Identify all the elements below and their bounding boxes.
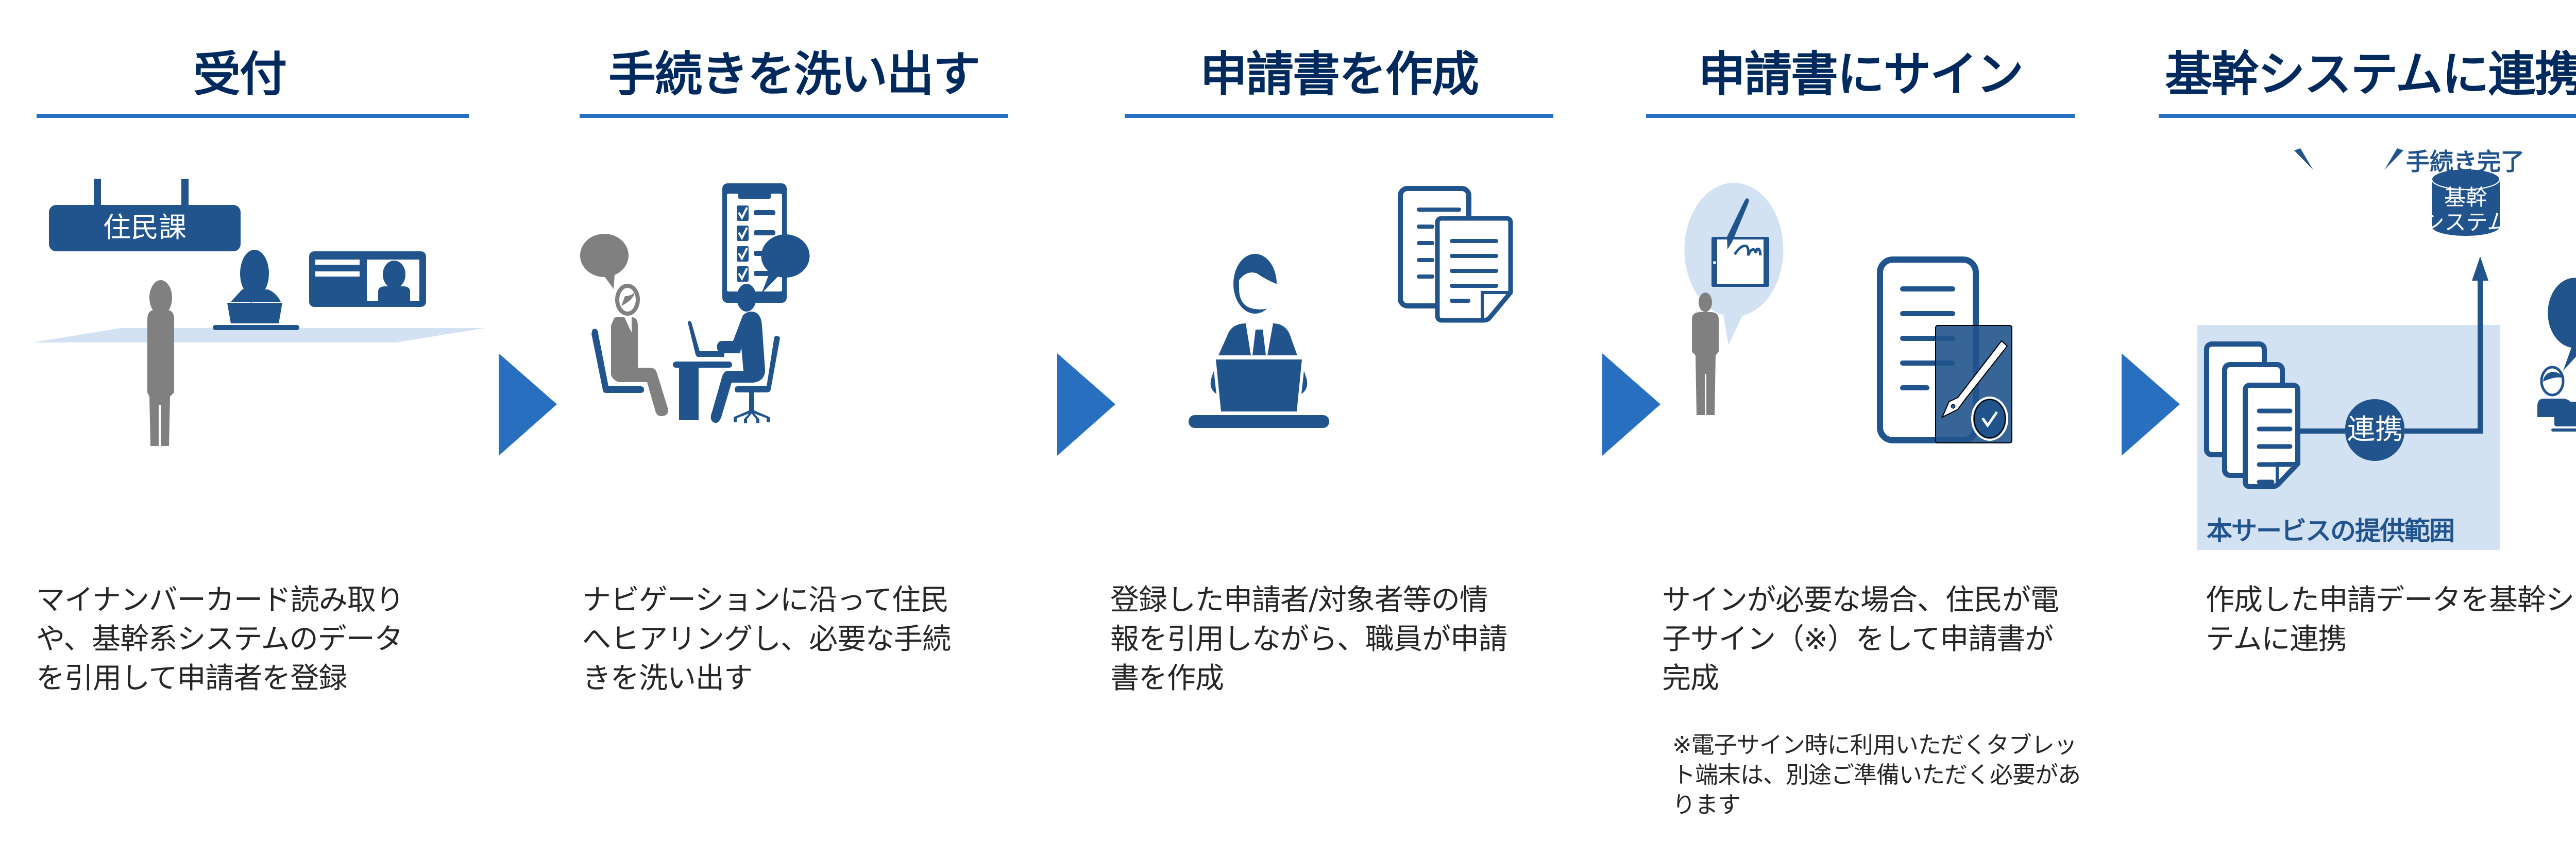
link-label: 連携 bbox=[2347, 413, 2403, 445]
stage-description-identify-procedures: ナビゲーションに沿って住民 へヒアリングし、必要な手続 きを洗い出す bbox=[582, 583, 951, 695]
sign-application-illustration bbox=[1684, 182, 2012, 443]
sign-label: 住民課 bbox=[103, 211, 187, 244]
stage-underline bbox=[1646, 114, 2075, 118]
standing-resident-icon bbox=[1692, 293, 1719, 415]
clerk-at-laptop-icon bbox=[1189, 254, 1329, 428]
review-speech-bubble-icon bbox=[2548, 278, 2576, 371]
stage-title-identify-procedures: 手続きを洗い出す bbox=[608, 47, 980, 102]
stage-description-sign-application: サインが必要な場合、住民が電 子サイン（※）をして申請書が 完成 bbox=[1662, 583, 2059, 695]
database-icon: 基幹 システム bbox=[2423, 168, 2509, 236]
flow-arrow-3-icon bbox=[1602, 353, 1660, 456]
database-label-line1: 基幹 bbox=[2444, 185, 2487, 210]
stage-underline bbox=[2159, 114, 2576, 118]
stage-title-reception: 受付 bbox=[193, 47, 287, 102]
resident-speech-bubble-icon bbox=[580, 234, 629, 289]
stage-title-create-application: 申請書を作成 bbox=[1199, 47, 1479, 102]
tablet-footnote: ※電子サイン時に利用いただくタブレッ ト端末は、別途ご準備いただく必要があ りま… bbox=[1672, 731, 2081, 818]
stage-title-sign-application: 申請書にサイン bbox=[1698, 47, 2024, 102]
standing-resident-icon bbox=[147, 280, 174, 446]
burst-left-icon bbox=[2294, 148, 2313, 170]
stage-underline bbox=[1125, 114, 1553, 118]
tablet-signature-icon bbox=[1711, 198, 1769, 287]
clerk-at-laptop-icon bbox=[213, 250, 299, 330]
clerk-speech-bubble-icon bbox=[761, 234, 810, 294]
documents-icon bbox=[1398, 186, 1513, 323]
counter-sign-icon: 住民課 bbox=[49, 179, 241, 251]
resident-chair-icon bbox=[591, 329, 644, 393]
flow-arrow-1-icon bbox=[499, 353, 557, 456]
stage-underline bbox=[37, 114, 469, 118]
database-label-line2: システム bbox=[2423, 210, 2509, 235]
completion-label: 手続き完了 bbox=[2406, 148, 2524, 176]
stage-underline bbox=[580, 114, 1008, 118]
laptop-icon bbox=[2551, 402, 2576, 432]
laptop-icon bbox=[688, 321, 725, 357]
up-arrow-icon bbox=[2404, 273, 2483, 434]
create-application-illustration bbox=[1189, 186, 1513, 428]
counter-desk-icon bbox=[32, 328, 485, 342]
reception-illustration: 住民課 bbox=[32, 179, 485, 446]
check-badge-icon bbox=[1971, 397, 2008, 441]
flow-arrow-4-icon bbox=[2122, 353, 2180, 456]
seated-clerk-icon bbox=[710, 284, 765, 423]
office-chair-icon bbox=[734, 336, 780, 423]
stage-title-system-integration: 基幹システムに連携 bbox=[2165, 47, 2576, 102]
flow-arrow-2-icon bbox=[1057, 353, 1115, 456]
link-pill: 連携 bbox=[2345, 399, 2404, 461]
stage-description-create-application: 登録した申請者/対象者等の情 報を引用しながら、職員が申請 書を作成 bbox=[1110, 583, 1507, 695]
service-scope-label: 本サービスの提供範囲 bbox=[2207, 516, 2454, 546]
stage-description-reception: マイナンバーカード読み取り や、基幹系システムのデータ を引用して申請者を登録 bbox=[36, 583, 404, 695]
desk-icon bbox=[673, 362, 732, 420]
burst-right-icon bbox=[2384, 148, 2403, 170]
seated-resident-icon bbox=[611, 284, 668, 416]
stage-description-system-integration: 作成した申請データを基幹シス テムに連携 bbox=[2206, 583, 2576, 656]
document-stack-icon bbox=[2204, 341, 2300, 489]
id-card-icon bbox=[309, 251, 426, 307]
system-integration-illustration: 本サービスの提供範囲 連携 基幹 システム bbox=[2197, 148, 2576, 550]
hearing-illustration bbox=[580, 183, 810, 423]
